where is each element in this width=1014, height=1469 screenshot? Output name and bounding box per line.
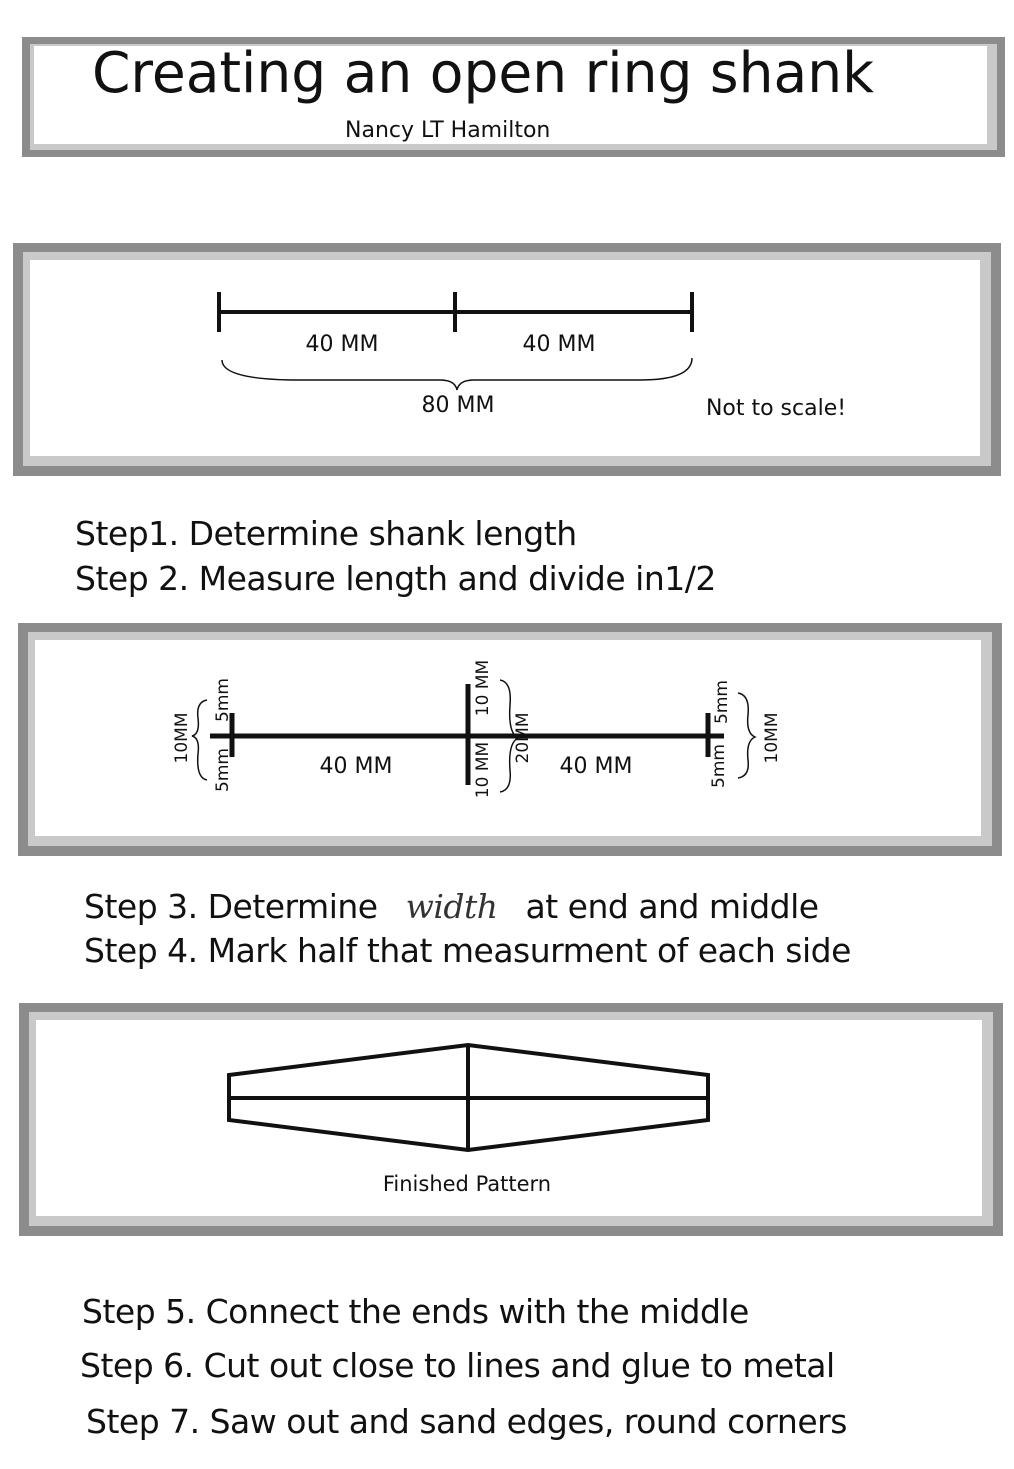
- width-diagram: [191, 679, 757, 793]
- finished-pattern-shape: [227, 1042, 710, 1153]
- diagram2-frame: [18, 623, 1002, 856]
- segment-label: 40 MM: [320, 754, 393, 779]
- step-3-emphasis: width: [406, 887, 498, 926]
- step-3-prefix: Step 3. Determine: [84, 887, 378, 926]
- half-width-label: 5mm: [213, 748, 233, 792]
- width-label: 10MM: [762, 713, 782, 764]
- author: Nancy LT Hamilton: [345, 118, 550, 143]
- step-5: Step 5. Connect the ends with the middle: [82, 1292, 749, 1331]
- title-frame: [22, 37, 1005, 157]
- segment-label: 40 MM: [523, 332, 596, 357]
- step-6: Step 6. Cut out close to lines and glue …: [80, 1346, 835, 1385]
- pattern-caption: Finished Pattern: [383, 1172, 551, 1196]
- half-width-label: 10 MM: [473, 742, 493, 798]
- brace: [191, 699, 208, 781]
- page-title: Creating an open ring shank: [92, 41, 875, 106]
- step-3-suffix: at end and middle: [526, 887, 819, 926]
- diagram1-frame: [13, 243, 1001, 476]
- segment-label: 40 MM: [560, 754, 633, 779]
- segment-label: 40 MM: [306, 332, 379, 357]
- step-1: Step1. Determine shank length: [75, 514, 577, 553]
- step-7: Step 7. Saw out and sand edges, round co…: [86, 1402, 847, 1441]
- diagram3-frame: [19, 1003, 1003, 1236]
- brace: [737, 692, 757, 779]
- brace: [221, 357, 693, 391]
- half-width-label: 5mm: [213, 678, 233, 722]
- scale-note: Not to scale!: [706, 396, 846, 421]
- length-diagram: [217, 292, 694, 391]
- half-width-label: 10 MM: [473, 660, 493, 716]
- width-label: 20MM: [513, 713, 533, 764]
- width-label: 10MM: [172, 713, 192, 764]
- step-4: Step 4. Mark half that measurment of eac…: [84, 931, 851, 970]
- brace: [499, 679, 520, 793]
- half-width-label: 5mm: [709, 744, 729, 788]
- step-3: Step 3. Determine width at end and middl…: [84, 887, 819, 926]
- total-length-label: 80 MM: [422, 393, 495, 418]
- half-width-label: 5mm: [712, 680, 732, 724]
- step-2: Step 2. Measure length and divide in1/2: [75, 559, 716, 598]
